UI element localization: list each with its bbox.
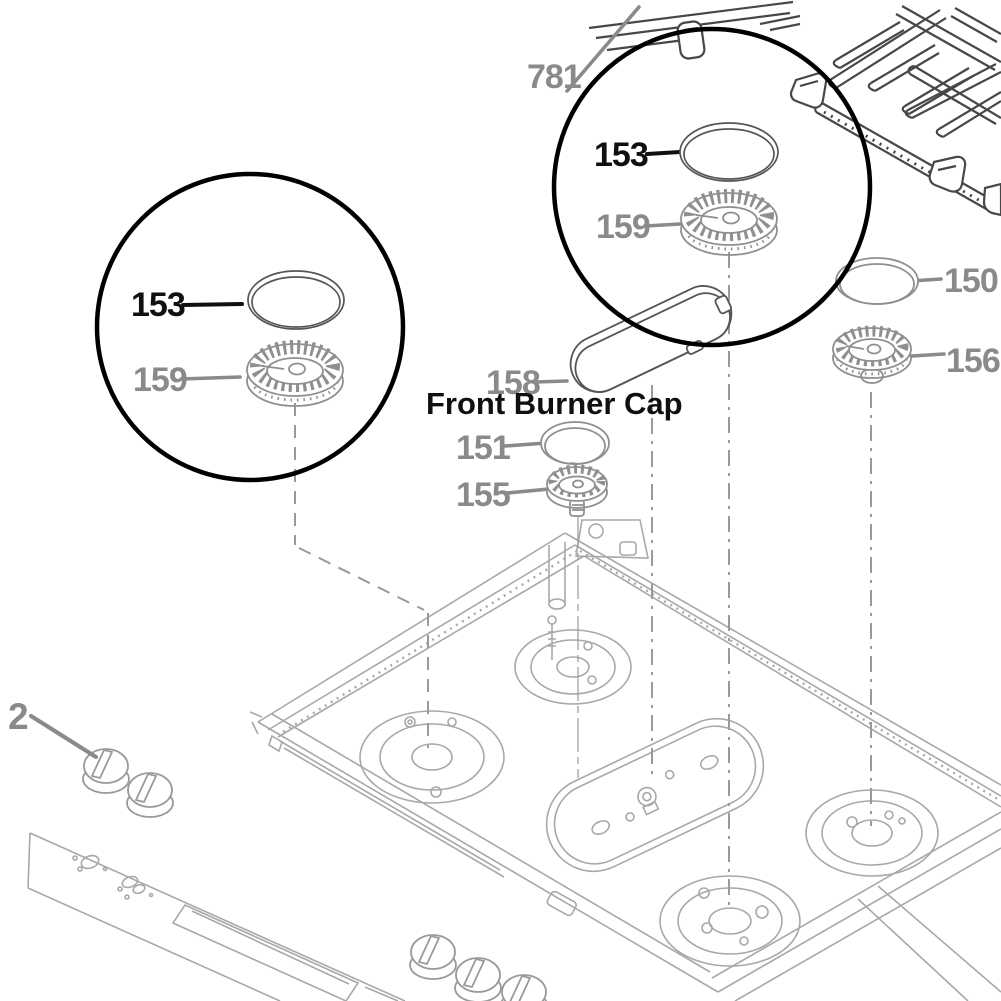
front-burner-cap-158 [569,285,733,393]
callout-circle-left [94,171,406,483]
part-label-781: 781 [527,58,582,96]
part-label-158: 158 [486,364,541,402]
leader-159-left [179,375,242,381]
burner-cap-right-153 [679,122,779,182]
leader-lines-gray [28,5,946,760]
knob [454,957,502,1001]
leader-153-right [645,150,682,156]
callout-circle-right [551,26,873,348]
leader-151 [503,441,548,448]
knob [126,772,174,818]
part-label-159-left: 159 [133,361,188,399]
knob [409,934,457,980]
burner-grate-top-right [789,5,1001,217]
leader-156 [910,352,946,358]
part-label-153-right: 153 [594,136,649,174]
leader-lines-black [181,150,682,307]
leader-158 [533,379,569,384]
burner-head-155 [546,464,608,517]
annotation-front-burner-cap: Front Burner Cap [426,386,683,421]
burner-cap-151 [540,421,610,465]
leader-155 [505,487,551,495]
burner-cap-left-153 [247,270,345,330]
knob [500,974,548,1001]
leader-159-right [643,222,682,228]
burner-head-right-159 [680,189,778,256]
cooktop-body [27,519,1001,1001]
part-label-2: 2 [8,696,29,737]
part-label-153-left: 153 [131,286,186,324]
leader-153-left [181,302,244,307]
part-label-151: 151 [456,429,511,467]
burner-cap-150 [835,257,919,305]
part-label-150: 150 [944,262,999,300]
part-label-156: 156 [946,342,1001,380]
control-knobs [82,748,548,1001]
burner-head-left-159 [246,340,344,407]
part-label-155: 155 [456,476,511,514]
callout-circles [94,26,873,483]
leader-2 [28,713,99,760]
part-label-159-right: 159 [596,208,651,246]
leader-781 [565,5,641,93]
burner-head-156 [832,325,912,384]
alignment-dash-lines [294,252,872,910]
